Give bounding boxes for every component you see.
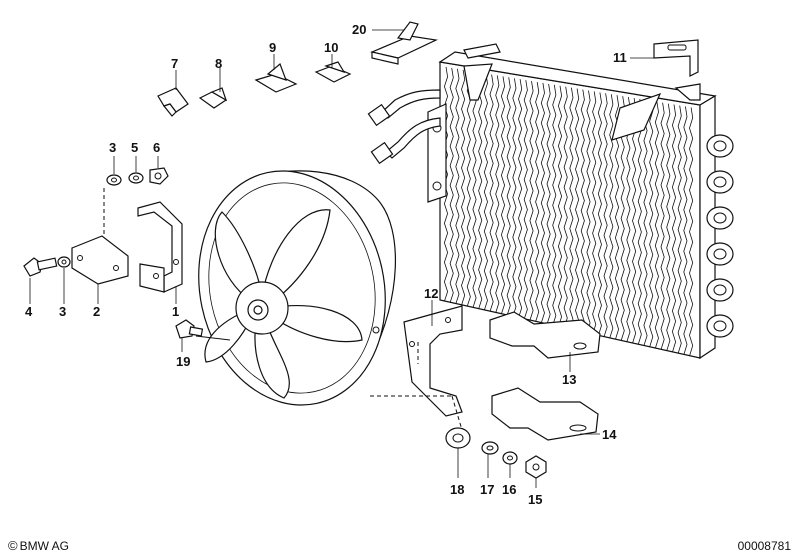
label-part-6: 6 (153, 140, 160, 155)
label-part-11: 11 (613, 50, 627, 65)
label-part-8: 8 (215, 56, 222, 71)
condenser-tubes (706, 134, 734, 338)
hardware-left (23, 167, 204, 339)
clips (157, 61, 352, 117)
label-part-14: 14 (602, 427, 617, 442)
leader-lines (29, 29, 654, 488)
copyright-icon: © (8, 538, 18, 553)
label-part-16: 16 (502, 482, 516, 497)
label-part-15: 15 (528, 492, 542, 507)
condenser-fins (443, 66, 694, 357)
label-part-18: 18 (450, 482, 464, 497)
condenser (367, 43, 734, 360)
bracket-2 (71, 188, 129, 285)
bracket-13 (489, 311, 601, 359)
label-part-1: 1 (172, 304, 179, 319)
label-part-10: 10 (324, 40, 338, 55)
label-part-17: 17 (480, 482, 494, 497)
part-labels: 7 8 9 10 20 11 3 5 6 4 3 2 1 19 12 13 14… (25, 22, 627, 507)
bracket-14 (491, 387, 599, 441)
label-part-4: 4 (25, 304, 33, 319)
label-part-3-bottom: 3 (59, 304, 66, 319)
label-part-19: 19 (176, 354, 190, 369)
label-part-2: 2 (93, 304, 100, 319)
label-part-13: 13 (562, 372, 576, 387)
copyright-text: BMW AG (19, 538, 69, 553)
label-part-7: 7 (171, 56, 178, 71)
label-part-3-top: 3 (109, 140, 116, 155)
hardware-bottom (445, 427, 547, 479)
fan-assembly (195, 170, 396, 406)
copyright: © BMW AG (8, 538, 69, 553)
label-part-12: 12 (424, 286, 438, 301)
document-number: 00008781 (737, 539, 791, 553)
bracket-12 (370, 305, 463, 431)
bracket-20 (370, 21, 439, 65)
label-part-9: 9 (269, 40, 276, 55)
bracket-1 (137, 201, 183, 293)
label-part-20: 20 (352, 22, 366, 37)
bracket-11 (653, 39, 699, 77)
label-part-5: 5 (131, 140, 138, 155)
